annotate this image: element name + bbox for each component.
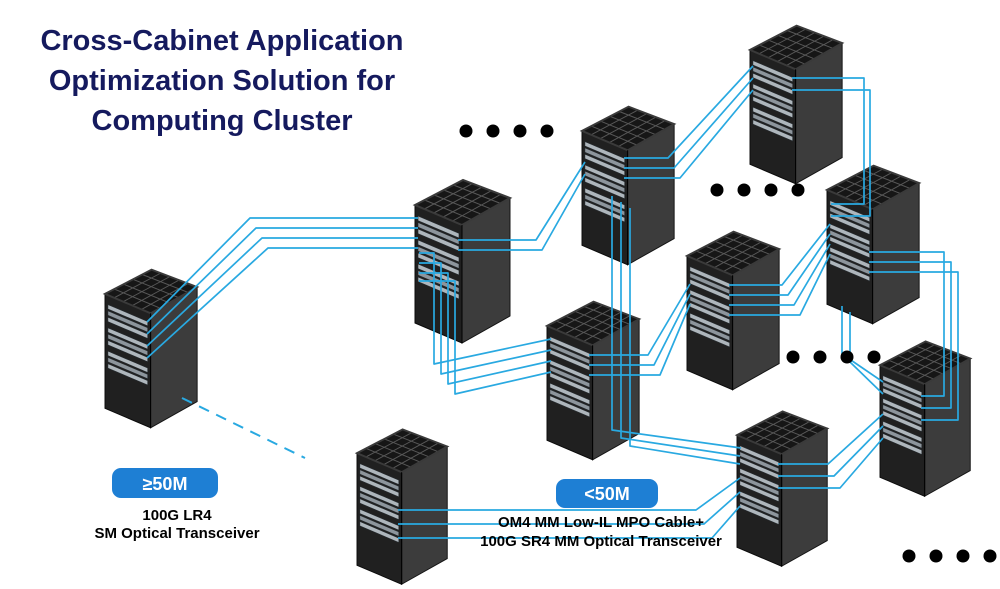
cable xyxy=(778,425,884,477)
short-distance-desc-line-1: OM4 MM Low-IL MPO Cable+ xyxy=(498,514,704,531)
server-rack-6 xyxy=(749,24,844,185)
short-distance-annotation: <50M OM4 MM Low-IL MPO Cable+ 100G SR4 M… xyxy=(480,479,722,550)
cable xyxy=(792,89,871,217)
server-rack-4 xyxy=(546,300,641,461)
distance-badge-short-label: <50M xyxy=(584,484,630,504)
cable xyxy=(729,243,831,306)
distance-badge-long xyxy=(112,468,218,498)
ellipsis-dots-right-mid xyxy=(786,350,881,364)
cable xyxy=(146,227,418,335)
cable xyxy=(778,413,884,465)
cable xyxy=(419,262,552,375)
cable xyxy=(869,261,952,409)
ellipsis-dots-right-upper xyxy=(710,183,805,197)
cable xyxy=(146,247,418,359)
cable xyxy=(620,202,741,457)
cable xyxy=(419,272,552,385)
cable xyxy=(398,477,741,511)
cable xyxy=(398,491,741,525)
cable xyxy=(419,280,552,395)
cable xyxy=(629,208,741,465)
server-rack-7 xyxy=(686,230,781,391)
title-line-2: Optimization Solution for xyxy=(49,65,395,97)
cable xyxy=(419,252,552,365)
distance-badge-long-label: ≥50M xyxy=(143,474,188,494)
ellipsis-dots-top xyxy=(459,124,554,138)
cable xyxy=(458,161,586,241)
cable xyxy=(729,233,831,296)
cable xyxy=(146,237,418,347)
server-rack-2 xyxy=(356,428,449,586)
cable xyxy=(792,77,865,205)
cable xyxy=(624,65,754,159)
fiber-cables xyxy=(146,65,959,539)
cable xyxy=(729,223,831,286)
cable xyxy=(729,253,831,316)
server-rack-10 xyxy=(879,340,972,498)
server-rack-5 xyxy=(581,105,676,266)
page-title: Cross-Cabinet Application Optimization S… xyxy=(40,25,403,137)
server-rack-8 xyxy=(826,164,921,325)
cable xyxy=(589,283,691,356)
cable xyxy=(589,303,691,376)
title-line-3: Computing Cluster xyxy=(92,105,353,137)
cable xyxy=(589,293,691,366)
server-rack-1 xyxy=(104,268,199,429)
cable xyxy=(624,77,754,169)
cable xyxy=(778,437,884,489)
long-distance-dashed-link xyxy=(181,397,306,459)
title-line-1: Cross-Cabinet Application xyxy=(40,25,403,57)
long-distance-desc-line-2: SM Optical Transceiver xyxy=(94,525,259,542)
cable xyxy=(869,271,959,421)
cable xyxy=(398,505,741,539)
short-distance-desc-line-2: 100G SR4 MM Optical Transceiver xyxy=(480,533,722,550)
long-distance-annotation: ≥50M 100G LR4 SM Optical Transceiver xyxy=(94,468,260,542)
cable xyxy=(611,196,742,449)
long-distance-desc-line-1: 100G LR4 xyxy=(142,507,212,524)
server-rack-3 xyxy=(414,179,511,344)
cable xyxy=(624,89,754,179)
cable xyxy=(146,217,418,323)
cable xyxy=(458,173,586,251)
cable xyxy=(869,251,945,397)
ellipsis-groups xyxy=(459,124,997,563)
distance-badge-short xyxy=(556,479,658,508)
ellipsis-dots-bottom-right xyxy=(902,549,997,563)
